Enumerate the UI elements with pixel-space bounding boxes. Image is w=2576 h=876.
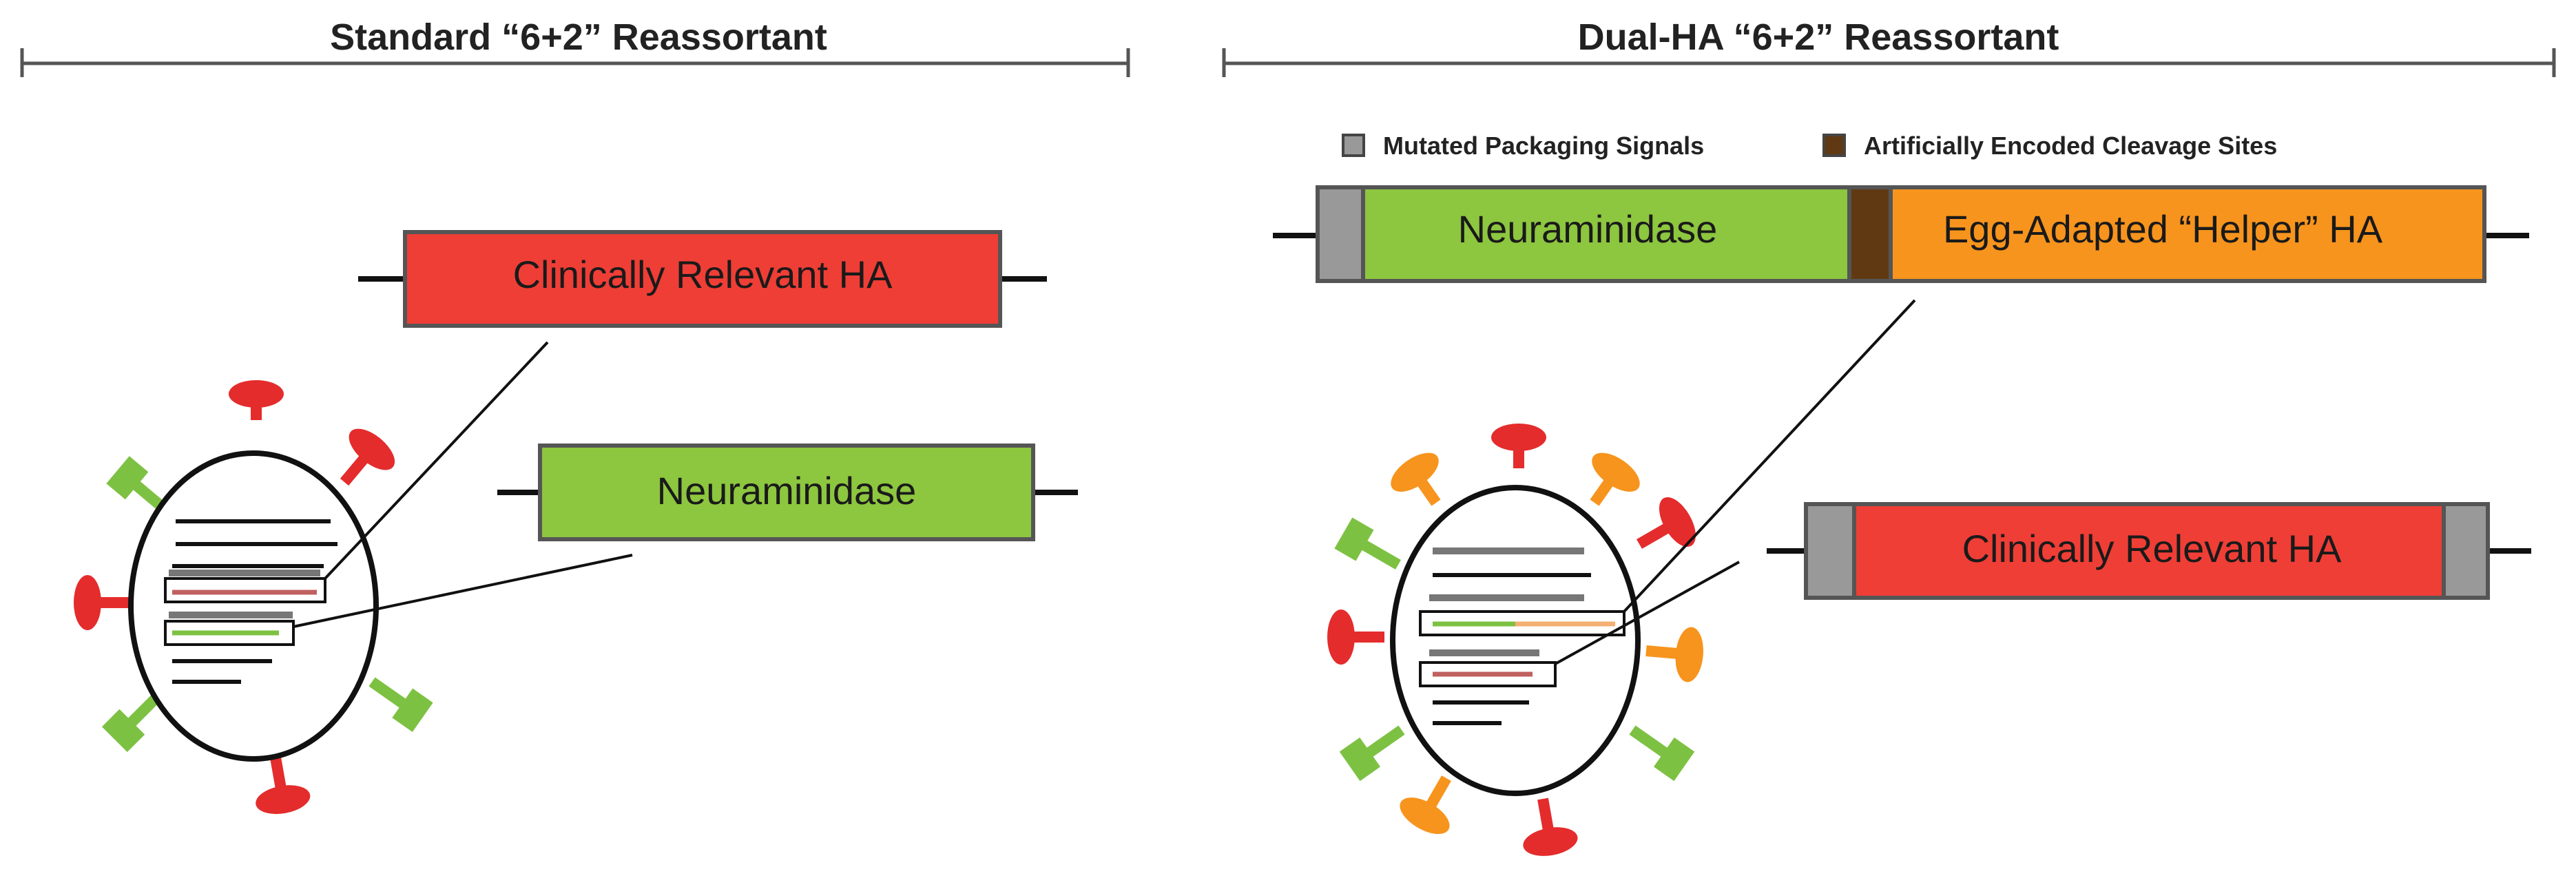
right-spike-right-orange [1645, 627, 1703, 682]
fusion-packaging-left [1316, 185, 1365, 283]
right-ha-segment-marker [1419, 661, 1557, 687]
legend-packaging-label: Mutated Packaging Signals [1383, 132, 1704, 160]
right-spike-top-red [1491, 424, 1546, 468]
left-na-bar [538, 444, 1035, 541]
left-panel-title: Standard “6+2” Reassortant [330, 17, 827, 58]
right-spike-left-green [1334, 517, 1401, 570]
left-ha-segment: Clinically Relevant HA [358, 230, 1047, 328]
right-title-bracket [1222, 48, 2556, 77]
legend: Mutated Packaging Signals Artificially E… [1342, 132, 2277, 160]
right-fusion-segment-marker [1419, 610, 1625, 636]
fusion-na-bar [1361, 185, 1851, 283]
left-virion [74, 341, 633, 814]
left-spike-lower-left-green [101, 691, 163, 753]
right-spike-bottom-red [1523, 797, 1578, 856]
fusion-na-label: Neuraminidase [1458, 207, 1718, 251]
left-spike-bottom-red [256, 756, 311, 814]
left-na-bar-label: Neuraminidase [657, 469, 917, 512]
left-ha-segment-marker [164, 577, 326, 603]
right-ha-bar-label: Clinically Relevant HA [1962, 527, 2343, 570]
left-virion-envelope [128, 450, 379, 762]
fusion-helper-ha-label: Egg-Adapted “Helper” HA [1943, 207, 2383, 251]
right-panel-title: Dual-HA “6+2” Reassortant [1578, 17, 2059, 58]
left-panel: Standard “6+2” Reassortant Clinically Re… [20, 17, 1130, 814]
right-virion [1327, 299, 1916, 856]
fusion-cleavage-site [1847, 185, 1893, 283]
left-spike-left-red [74, 575, 131, 630]
right-spike-top-left-orange [1391, 452, 1441, 506]
left-spike-upper-right-red [340, 428, 395, 486]
legend-cleavage-label: Artificially Encoded Cleavage Sites [1864, 132, 2277, 160]
left-title-bracket [20, 48, 1130, 77]
right-spike-lower-right-green [1629, 725, 1695, 782]
left-spike-top-red [229, 380, 284, 420]
right-ha-packaging-right [2442, 502, 2490, 600]
right-ha-packaging-left [1804, 502, 1856, 600]
right-ha-segment: Clinically Relevant HA [1767, 502, 2531, 600]
left-na-segment: Neuraminidase [497, 444, 1078, 541]
fusion-helper-ha-bar [1889, 185, 2486, 283]
right-panel: Dual-HA “6+2” Reassortant Mutated Packag… [1222, 17, 2556, 856]
left-ha-bar-label: Clinically Relevant HA [513, 253, 893, 296]
legend-cleavage-swatch [1822, 134, 1846, 157]
right-virion-envelope [1390, 485, 1641, 796]
right-ha-bar [1852, 502, 2446, 600]
fusion-segment: Neuraminidase Egg-Adapted “Helper” HA [1273, 185, 2529, 283]
left-spike-lower-right-green [368, 677, 433, 732]
right-spike-lower-left-green [1339, 725, 1405, 782]
right-spike-right-red [1637, 497, 1696, 549]
right-spike-top-right-orange [1590, 452, 1640, 506]
left-ha-bar [403, 230, 1002, 328]
right-spike-far-left-red [1327, 609, 1384, 665]
right-spike-bottom-left-orange [1400, 775, 1451, 835]
left-na-segment-marker [164, 620, 295, 646]
legend-packaging-swatch [1342, 134, 1365, 157]
